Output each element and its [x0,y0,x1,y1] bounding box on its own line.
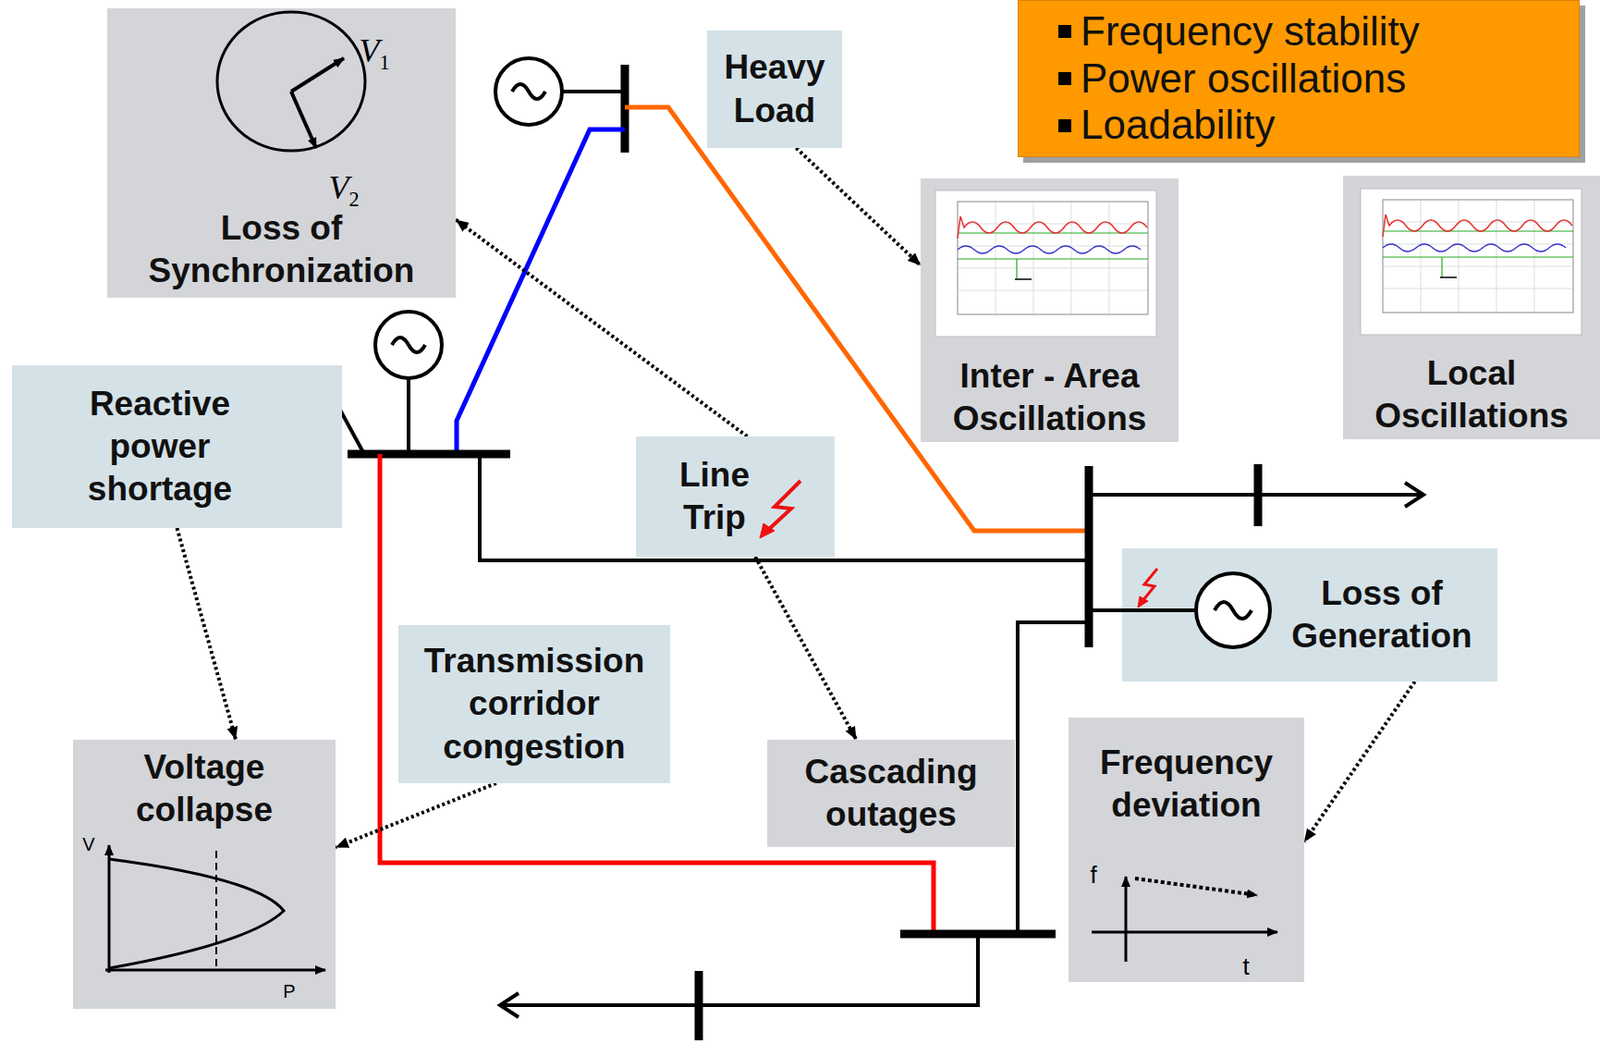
generator-lead [1122,608,1197,612]
feeder-line [501,933,978,1005]
dotted-arrow [1304,681,1416,842]
bullet-mark [1058,72,1072,86]
effect-box: Inter - Area Oscillations [920,178,1179,442]
phasor-label: V1 [358,34,390,68]
bullet-item: Frequency stability [1080,8,1568,56]
frequency-trend [1135,878,1258,895]
frequency-plot [1091,876,1278,962]
axis-label: V [82,834,95,854]
blue-line [456,129,625,454]
busbar [347,450,511,459]
bullet-item: Power oscillations [1080,55,1568,103]
generator-symbol [375,311,442,379]
fault-lightning [759,480,1158,608]
symbol-subscript: 2 [348,187,359,211]
box-label: Transmission corridor congestion [407,639,661,769]
dotted-arrow [177,527,237,740]
effect-box: Local Oscillations [1343,175,1600,440]
axis-label: f [1089,862,1097,887]
lightning-head [759,523,775,538]
feeder-arrow-head [1404,482,1424,507]
oscillation-chart [1360,188,1582,335]
symbol-letter: V [358,32,379,70]
dotted-arrow [455,219,747,437]
phasor-arrow [291,58,344,92]
oscillation-chart [935,190,1157,337]
box-label: Cascading outages [776,750,1006,837]
summary-box: Frequency stabilityPower oscillationsLoa… [1017,0,1580,158]
effect-box: Frequency deviation [1068,717,1305,982]
phasor-diagram [217,12,366,151]
box-label: Loss of Generation [1275,572,1489,659]
plot-axis [108,844,111,973]
phasor-label: V2 [328,170,359,205]
box-label: Voltage collapse [82,745,327,832]
cause-box: Loss of Generation [1122,548,1498,682]
bullet-mark [1058,119,1072,133]
feeder-arrow-head [500,992,519,1017]
symbol-subscript: 1 [378,50,390,74]
axis-label: P [282,981,295,1001]
middle-generator [375,311,442,454]
plot-axis [1091,930,1278,934]
effect-box: Cascading outages [767,739,1015,847]
dotted-arrow [755,556,856,740]
cause-box: Heavy Load [707,30,843,148]
phasor-arrow [291,91,317,148]
box-label: Reactive power shortage [58,382,262,512]
generator-lead [561,89,625,94]
bullet-mark [1058,24,1072,38]
lightning-bolt [1142,568,1158,601]
lost-generator [1122,573,1271,648]
box-label: Local Oscillations [1352,352,1591,439]
dotted-arrow [335,782,497,847]
generator-symbol [1196,573,1271,648]
dotted-arrow [795,147,921,266]
box-label: Heavy Load [714,46,835,133]
box-label: Loss of Synchronization [116,207,447,294]
dashed-limit [215,850,218,968]
generator-wave [391,337,426,353]
generator-lead [406,378,411,454]
lightning-bolt [767,480,801,531]
symbol-letter: V [328,169,349,207]
plot-axis [1124,876,1128,962]
top-generator [495,58,625,125]
plot-axis [105,968,326,972]
effect-box: Voltage collapse [73,739,336,1009]
box-label: Frequency deviation [1077,741,1295,828]
effect-box: Loss of Synchronization [107,8,456,298]
phasor-circle [217,12,366,151]
bullet-item: Loadability [1080,101,1568,149]
box-label: Inter - Area Oscillations [929,354,1170,441]
cause-box: Transmission corridor congestion [398,624,671,783]
nose-curve [109,858,284,968]
generator-symbol [495,58,562,125]
pv-curve-plot [105,844,326,973]
busbar [1254,464,1263,526]
axis-label: t [1242,953,1249,978]
generator-wave [1214,601,1252,619]
box-label: Line Trip [668,453,761,540]
generator-wave [512,84,546,99]
cause-box: Line Trip [635,436,835,557]
cause-box: Reactive power shortage [12,365,342,528]
lightning-head [1137,596,1149,608]
busbar [695,970,704,1040]
